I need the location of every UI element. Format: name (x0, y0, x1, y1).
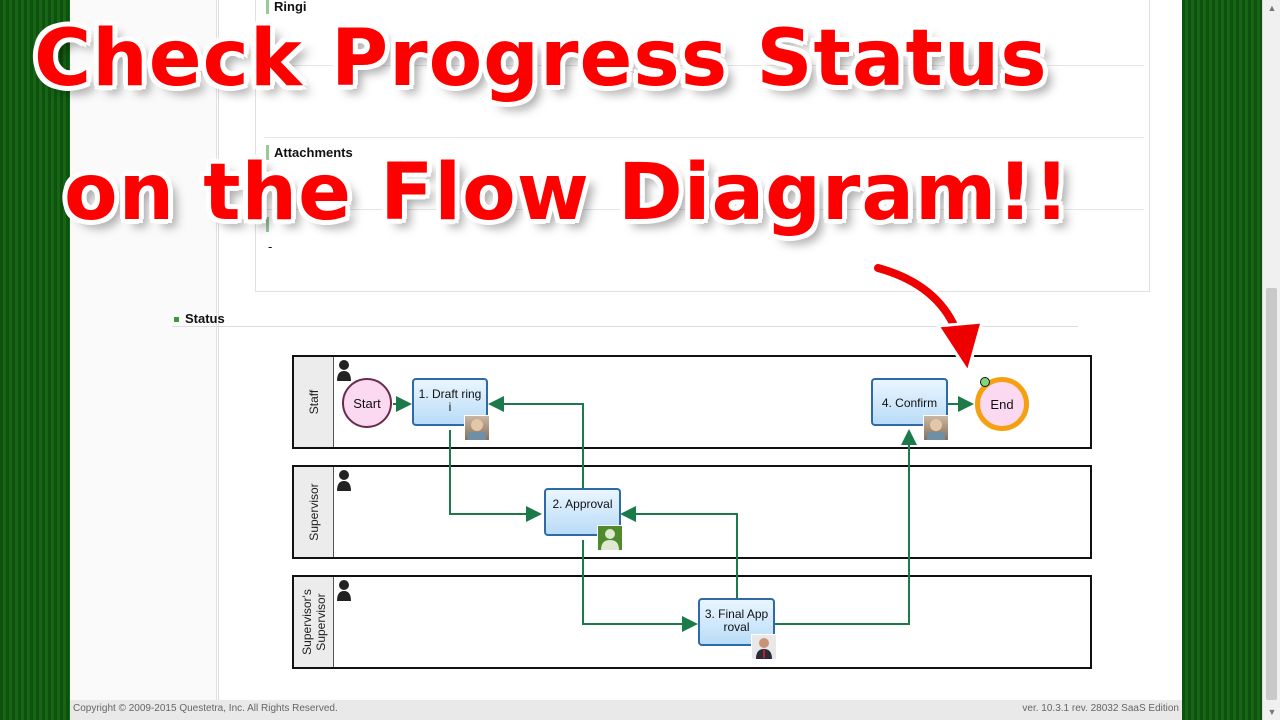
avatar-supervisor (597, 525, 623, 551)
overlay-title-line2: on the Flow Diagram!! (64, 148, 1071, 238)
overlay-title-line1: Check Progress Status (34, 14, 1048, 104)
form-box: Ringi Attachments - (255, 0, 1150, 292)
field-separator (264, 65, 1144, 66)
avatar-staff (923, 415, 949, 441)
scroll-thumb[interactable] (1266, 288, 1277, 700)
avatar-supervisors-supervisor (751, 634, 777, 660)
field-separator (264, 209, 1144, 210)
scroll-down-icon[interactable]: ▼ (1267, 707, 1277, 717)
background-left (0, 0, 70, 720)
field-separator (264, 137, 1144, 138)
start-event[interactable]: Start (342, 378, 392, 428)
field-value: - (268, 239, 273, 254)
status-heading: Status (174, 311, 225, 326)
field-label-attachments: Attachments (266, 145, 353, 160)
person-icon (337, 470, 351, 491)
main-frame: Ringi Attachments - (218, 0, 1179, 700)
lane-label-staff: Staff (294, 357, 334, 447)
footer: Copyright © 2009-2015 Questetra, Inc. Al… (70, 700, 1182, 720)
vertical-scrollbar[interactable]: ▲ ▼ (1262, 0, 1280, 720)
lane-supervisor: Supervisor (292, 465, 1092, 559)
person-icon (337, 580, 351, 601)
footer-copyright: Copyright © 2009-2015 Questetra, Inc. Al… (73, 703, 338, 714)
scroll-up-icon[interactable]: ▲ (1267, 3, 1277, 13)
person-icon (337, 360, 351, 381)
current-position-marker (980, 377, 990, 387)
lane-supervisors-supervisor: Supervisor's Supervisor (292, 575, 1092, 669)
field-label-ringi: Ringi (266, 0, 307, 14)
status-rule (172, 326, 1078, 327)
lane-label-supervisor: Supervisor (294, 467, 334, 557)
left-column (70, 0, 217, 700)
field-label-hidden (266, 217, 278, 232)
background-right (1182, 0, 1262, 720)
avatar-staff (464, 415, 490, 441)
lane-label-supervisors-supervisor: Supervisor's Supervisor (294, 577, 334, 667)
footer-version: ver. 10.3.1 rev. 28032 SaaS Edition (1022, 703, 1179, 714)
